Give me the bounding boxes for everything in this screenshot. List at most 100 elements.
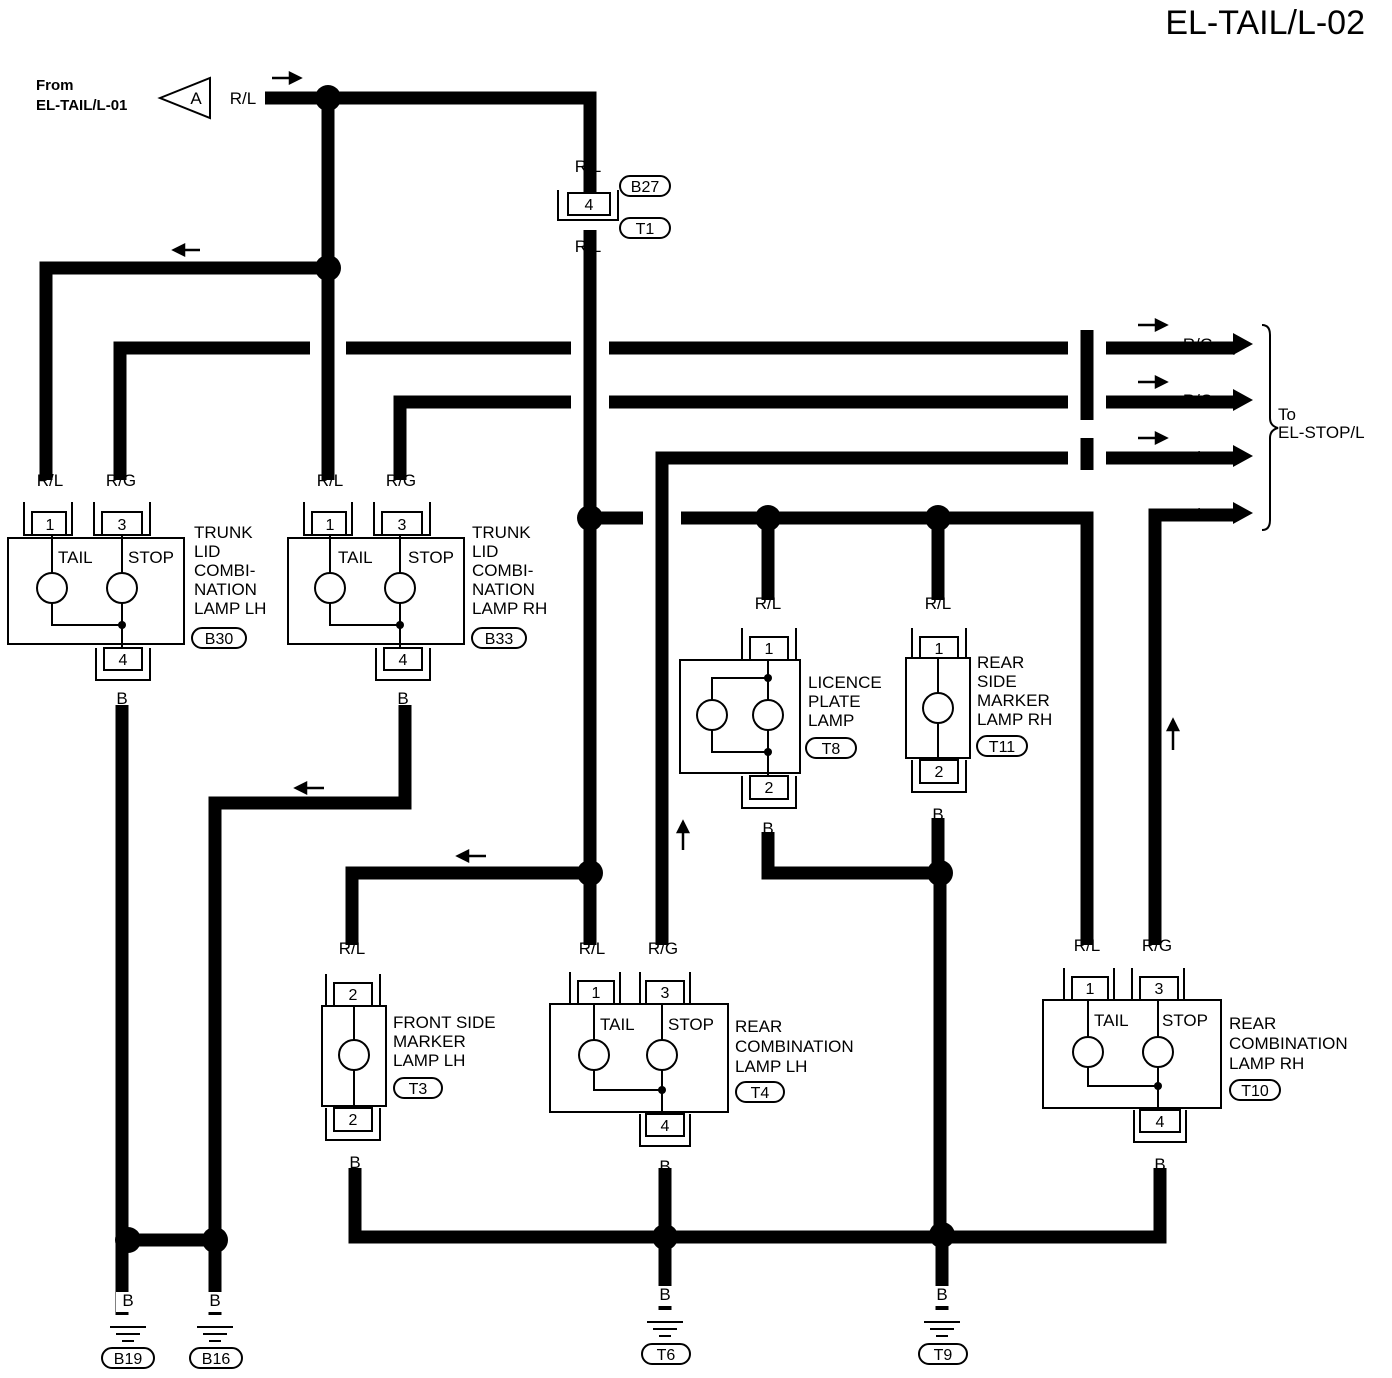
svg-text:R/L: R/L	[579, 939, 605, 958]
svg-text:B: B	[932, 805, 943, 824]
svg-text:COMBI-: COMBI-	[194, 561, 255, 580]
svg-text:B33: B33	[485, 631, 514, 648]
rear-combination-lamp-lh: R/L R/G 1 3 TAIL STOP 4 B REAR COMBINATI…	[549, 939, 854, 1176]
ground-icon	[110, 1326, 146, 1342]
ground-b16: B B16	[189, 1291, 243, 1369]
svg-text:TAIL: TAIL	[338, 548, 373, 567]
svg-text:B: B	[116, 689, 127, 708]
svg-text:STOP: STOP	[408, 548, 454, 567]
ground-icon	[197, 1326, 233, 1342]
ref-badge	[191, 627, 247, 649]
ref-badge	[101, 1347, 155, 1369]
junction-dots	[115, 85, 955, 1253]
bulb-icon	[314, 572, 346, 604]
wire-label: R/G	[106, 471, 136, 490]
svg-text:LAMP: LAMP	[808, 711, 854, 730]
svg-text:2: 2	[765, 780, 774, 797]
wire-crossing-gaps	[310, 339, 1106, 530]
component-name: LICENCE	[808, 673, 882, 692]
svg-text:B: B	[762, 819, 773, 838]
svg-text:3: 3	[118, 517, 127, 534]
svg-text:LAMP RH: LAMP RH	[472, 599, 547, 618]
dest-prefix: To	[1278, 405, 1296, 424]
svg-text:T11: T11	[989, 739, 1015, 756]
dest-wire-label: R/G	[1183, 335, 1213, 354]
svg-text:B: B	[209, 1291, 220, 1310]
dest-brace	[1261, 324, 1279, 531]
rear-side-marker-lamp-rh: R/L 1 2 B REAR SIDE MARKER LAMP RH T11	[905, 594, 1052, 824]
bulb-icon	[752, 699, 784, 731]
wire-rg-4	[1148, 508, 1235, 945]
svg-text:COMBINATION: COMBINATION	[1229, 1034, 1348, 1053]
svg-text:B: B	[659, 1285, 670, 1304]
svg-text:B30: B30	[205, 631, 234, 648]
svg-text:LID: LID	[194, 542, 220, 561]
svg-text:4: 4	[661, 1118, 670, 1135]
svg-text:4: 4	[399, 652, 408, 669]
joint-ref-badge	[619, 175, 671, 197]
wire-rg-1	[113, 341, 1235, 480]
dest-arrow-icon	[1233, 333, 1253, 355]
licence-plate-lamp: R/L 1 2 B LICENCE PLATE LAMP T8	[679, 594, 882, 838]
svg-text:R/L: R/L	[1074, 936, 1100, 955]
svg-text:B: B	[122, 1291, 133, 1310]
ref-badge	[393, 1077, 443, 1099]
joint-connector-shell	[557, 190, 619, 221]
bulb-icon	[338, 1039, 370, 1071]
front-side-marker-lamp-lh: R/L 2 2 B FRONT SIDE MARKER LAMP LH T3	[321, 939, 496, 1172]
wire-label: R/L	[317, 471, 343, 490]
wire-rl-trunk-lh	[39, 261, 328, 480]
svg-text:4: 4	[119, 652, 128, 669]
svg-text:R/L: R/L	[339, 939, 365, 958]
svg-text:2: 2	[935, 764, 944, 781]
joint-ref-lower: T1	[636, 221, 655, 238]
ground-t6: B T6	[641, 1285, 691, 1365]
dest-wire-label: R/G	[1183, 505, 1213, 524]
ref-badge	[471, 627, 527, 649]
svg-text:B: B	[397, 689, 408, 708]
bulb-icon	[646, 1039, 678, 1071]
component-name: REAR	[977, 653, 1024, 672]
svg-text:2: 2	[349, 987, 358, 1004]
destination-wires: R/G R/G R/G R/G To EL-STOP/L	[1183, 324, 1365, 531]
ground-t9: B T9	[918, 1285, 968, 1365]
svg-text:3: 3	[1155, 981, 1164, 998]
joint-wire-upper: R/L	[575, 157, 601, 176]
rear-combination-lamp-rh: R/L R/G 1 3 TAIL STOP 4 B REAR COMBINATI…	[1042, 936, 1348, 1174]
svg-text:R/G: R/G	[1142, 936, 1172, 955]
trunk-lid-lamp-lh: R/L R/G 1 3 TAIL STOP 4 B TRUNK LID COMB…	[7, 471, 266, 708]
svg-text:PLATE: PLATE	[808, 692, 861, 711]
svg-text:LAMP LH: LAMP LH	[194, 599, 266, 618]
dest-arrow-icon	[1233, 445, 1253, 467]
svg-text:NATION: NATION	[194, 580, 257, 599]
source-connector-icon	[157, 76, 211, 120]
svg-text:1: 1	[1086, 981, 1095, 998]
wire-rg-3	[655, 451, 1235, 945]
bulb-icon	[696, 699, 728, 731]
svg-text:1: 1	[935, 641, 944, 658]
svg-text:B19: B19	[114, 1351, 143, 1368]
svg-text:LAMP LH: LAMP LH	[393, 1051, 465, 1070]
ground-icon	[647, 1321, 683, 1337]
bulb-icon	[1142, 1036, 1174, 1068]
svg-text:B: B	[936, 1285, 947, 1304]
svg-text:B16: B16	[202, 1351, 231, 1368]
svg-text:STOP: STOP	[128, 548, 174, 567]
svg-text:1: 1	[326, 517, 335, 534]
wire-rg-2	[393, 395, 1235, 480]
component-name: FRONT SIDE	[393, 1013, 496, 1032]
svg-text:T3: T3	[409, 1081, 428, 1098]
wire-b-rear-bus	[348, 1168, 1167, 1244]
component-name: REAR	[735, 1017, 782, 1036]
bulb-icon	[578, 1039, 610, 1071]
svg-text:LID: LID	[472, 542, 498, 561]
svg-text:4: 4	[1156, 1114, 1165, 1131]
bulb-icon	[384, 572, 416, 604]
svg-text:TAIL: TAIL	[1094, 1011, 1129, 1030]
wire-label: R/G	[386, 471, 416, 490]
joint-ref-upper: B27	[631, 179, 660, 196]
ref-badge	[189, 1347, 243, 1369]
ref-badge	[976, 735, 1028, 757]
flow-arrows	[171, 70, 1181, 864]
svg-text:3: 3	[661, 985, 670, 1002]
